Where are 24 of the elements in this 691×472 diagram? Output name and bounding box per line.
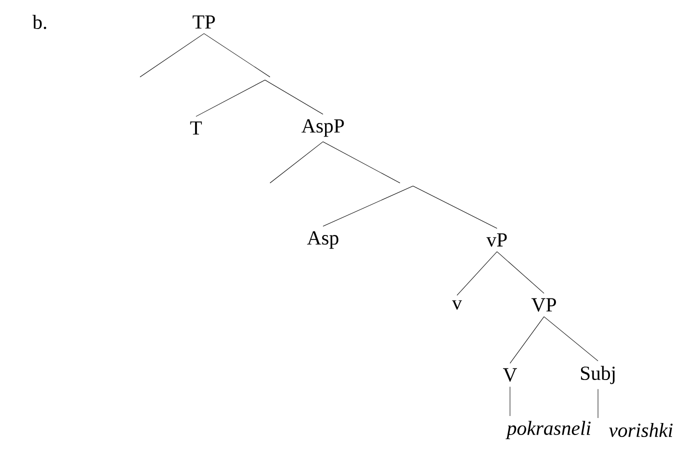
- category-label: AspP: [302, 119, 344, 137]
- category-label: v: [452, 300, 462, 310]
- branch-line: [544, 316, 598, 362]
- branch-line: [510, 316, 544, 364]
- branch-line: [412, 186, 498, 229]
- branch-line: [264, 80, 324, 115]
- category-label: vP: [486, 233, 507, 247]
- category-label: TP: [192, 15, 215, 29]
- branch-line: [196, 80, 266, 117]
- category-label: V: [503, 368, 517, 382]
- word: vorishki: [609, 422, 673, 438]
- branch-line: [204, 33, 270, 78]
- branch-line: [496, 251, 544, 294]
- branch-line: [322, 141, 400, 184]
- category-label: VP: [531, 298, 556, 312]
- branch-line: [322, 186, 414, 227]
- category-label: Asp: [307, 231, 338, 249]
- branch-line: [140, 33, 204, 78]
- category-label: T: [190, 121, 202, 135]
- example-letter: b.: [32, 14, 46, 30]
- branch-line: [270, 141, 324, 184]
- word: pokrasneli: [506, 420, 591, 440]
- branch-line: [456, 251, 498, 296]
- category-label: Subj: [581, 366, 615, 384]
